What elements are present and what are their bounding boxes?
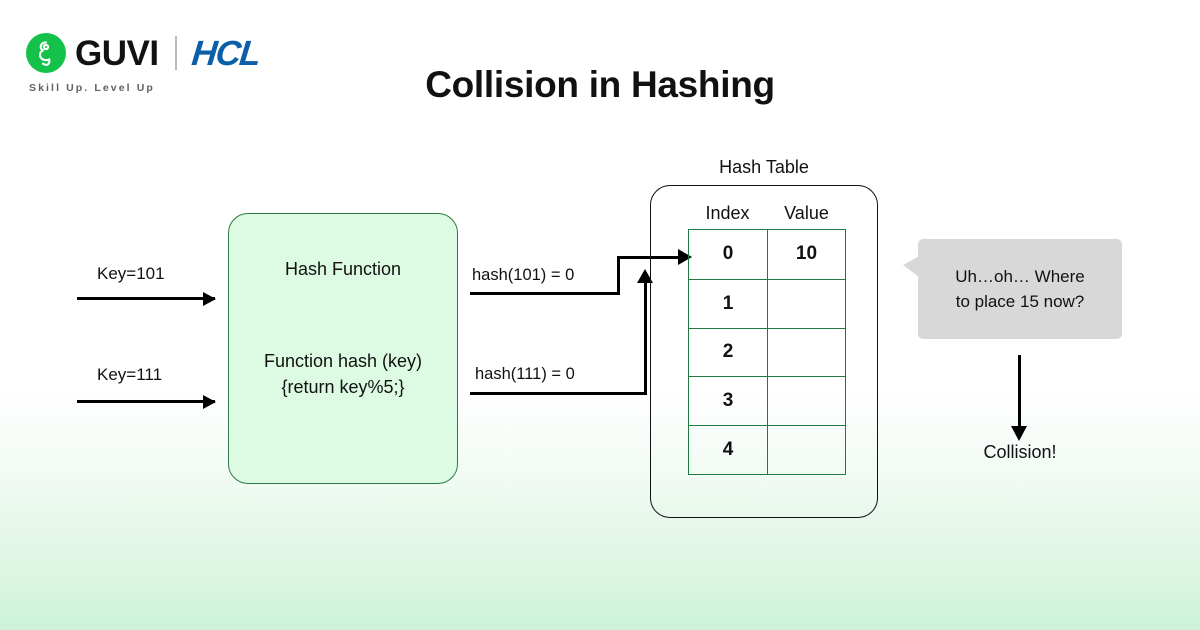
input-key-label-111: Key=111 — [97, 365, 163, 384]
callout-line-1: Uh…oh… Where — [955, 266, 1085, 286]
collision-arrow-line — [1018, 355, 1021, 431]
arrow-key111-to-hash-function — [77, 400, 215, 403]
connector-111-horizontal — [470, 392, 647, 395]
hash-function-code-line-1: Function hash (key) — [263, 351, 423, 371]
page-title: Collision in Hashing — [425, 64, 775, 105]
hash-table-value-cell — [767, 426, 845, 474]
table-row: 2 — [689, 327, 845, 377]
hash-table-value-cell — [767, 279, 845, 328]
brand-divider — [174, 36, 177, 70]
hash-output-label-101: hash(101) = 0 — [472, 266, 575, 284]
connector-101-horizontal-2 — [617, 256, 681, 259]
input-key-label-101: Key=101 — [97, 264, 165, 283]
brand-lockup: GUVI HCL Skill Up. Level Up — [26, 30, 261, 94]
hash-table-index-cell: 0 — [722, 243, 734, 265]
hash-table-index-cell: 4 — [722, 439, 734, 461]
callout-line-2: to place 15 now? — [955, 292, 1085, 311]
brand-row: GUVI HCL — [26, 30, 261, 76]
table-row: 4 — [689, 425, 845, 474]
collision-result-label: Collision! — [983, 442, 1057, 462]
table-row: 3 — [689, 376, 845, 426]
guvi-wordmark: GUVI — [75, 33, 159, 73]
hash-table-caption: Hash Table — [719, 157, 809, 177]
arrow-key101-to-hash-function — [77, 297, 215, 300]
hash-table-col-index: Index — [705, 203, 750, 223]
connector-101-vertical — [617, 256, 620, 295]
hash-table-value-cell — [767, 377, 845, 426]
hash-table-value-cell — [767, 328, 845, 377]
hash-table-index-cell: 3 — [722, 390, 734, 412]
guvi-g-mark-icon — [26, 33, 66, 73]
arrowhead-111-upward — [637, 269, 653, 283]
collision-callout-bubble: Uh…oh… Where to place 15 now? — [903, 239, 1122, 339]
hash-function-code-line-2: {return key%5;} — [281, 377, 405, 398]
hash-table-index-cell: 1 — [722, 292, 734, 314]
hash-table-grid: 0 10 1 2 3 4 — [688, 229, 846, 475]
brand-tagline: Skill Up. Level Up — [29, 82, 155, 94]
hash-function-code: Function hash (key) {return key%5;} — [264, 348, 422, 400]
hash-output-label-111: hash(111) = 0 — [475, 365, 575, 383]
hash-table-card — [650, 185, 878, 518]
hash-table-value-cell: 10 — [767, 230, 845, 279]
collision-arrowhead-icon — [1011, 426, 1027, 441]
table-row: 0 10 — [689, 230, 845, 279]
connector-101-horizontal — [470, 292, 620, 295]
hash-table-index-cell: 2 — [722, 341, 734, 363]
hash-table-col-value: Value — [784, 203, 829, 223]
hash-function-title: Hash Function — [284, 259, 402, 279]
connector-111-vertical — [644, 282, 647, 395]
table-row: 1 — [689, 278, 845, 328]
hash-function-box: Hash Function Function hash (key) {retur… — [228, 213, 458, 484]
hash-table-header-row: Index Value — [688, 203, 846, 224]
